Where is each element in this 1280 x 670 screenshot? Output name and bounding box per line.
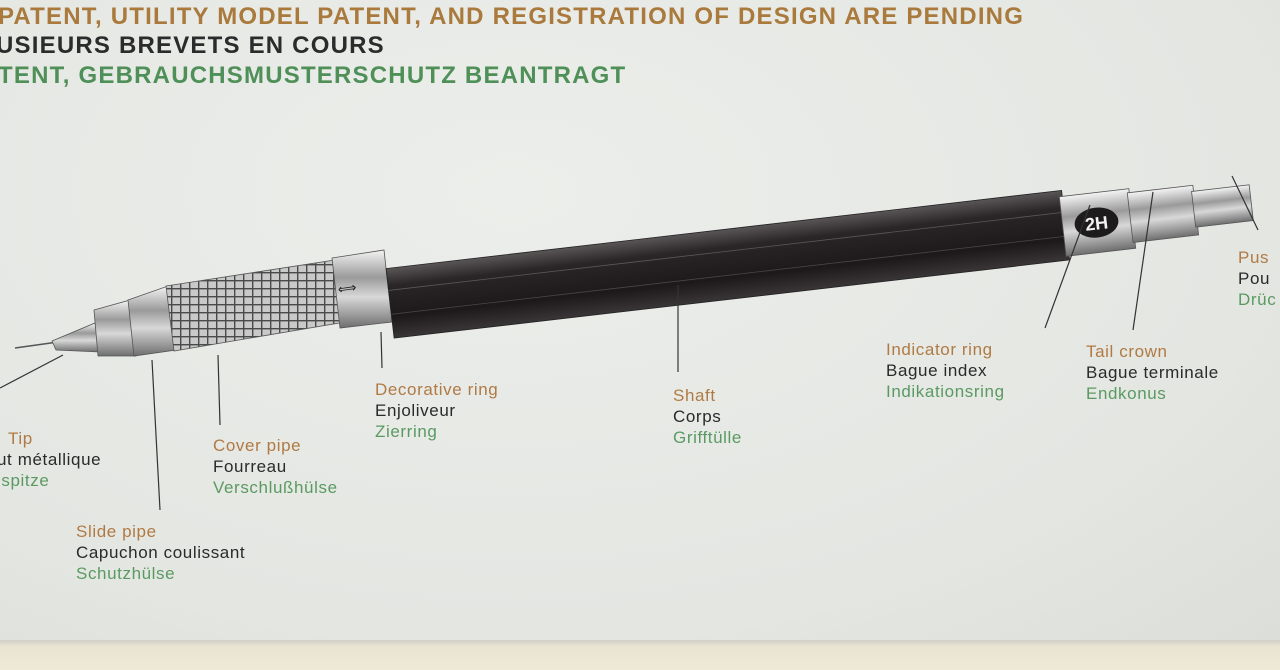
label-cover-pipe-fr: Fourreau bbox=[213, 457, 287, 476]
patent-notice-english: PATENT, UTILITY MODEL PATENT, AND REGIST… bbox=[0, 3, 1025, 30]
label-cover-pipe-de: Verschlußhülse bbox=[213, 478, 338, 497]
label-slide-pipe-fr: Capuchon coulissant bbox=[76, 543, 246, 562]
shaft bbox=[385, 189, 1071, 339]
svg-text:⟺: ⟺ bbox=[337, 279, 358, 296]
label-decorative-ring: Decorative ring Enjoliveur Zierring bbox=[375, 379, 498, 442]
label-slide-pipe-en: Slide pipe bbox=[76, 522, 157, 541]
leader-lines bbox=[0, 175, 1259, 511]
label-tip-en: Tip bbox=[8, 429, 33, 448]
label-push-fr: Pou bbox=[1238, 269, 1271, 288]
label-indicator-ring-fr: Bague index bbox=[886, 361, 988, 380]
label-shaft-fr: Corps bbox=[673, 407, 722, 426]
lead bbox=[14, 341, 59, 349]
label-push-de: Drüc bbox=[1238, 290, 1277, 309]
label-tail-crown: Tail crown Bague terminale Endkonus bbox=[1086, 341, 1219, 404]
label-cover-pipe: Cover pipe Fourreau Verschlußhülse bbox=[213, 435, 338, 498]
label-slide-pipe-de: Schutzhülse bbox=[76, 564, 176, 583]
label-push-en: Pus bbox=[1238, 248, 1270, 267]
label-tip-fr: ut métallique bbox=[0, 450, 102, 469]
label-shaft: Shaft Corps Grifftülle bbox=[673, 385, 742, 448]
tip-cone bbox=[51, 322, 101, 353]
label-shaft-de: Grifftülle bbox=[673, 428, 742, 447]
label-tail-crown-fr: Bague terminale bbox=[1086, 363, 1219, 382]
grade-badge bbox=[1074, 207, 1119, 238]
sheet-bottom-edge bbox=[0, 640, 1280, 670]
grade-label: 2H bbox=[1084, 212, 1109, 235]
label-decorative-ring-en: Decorative ring bbox=[375, 380, 499, 399]
knurled-grip bbox=[165, 259, 346, 352]
label-tip: Tip bbox=[8, 428, 33, 449]
label-decorative-ring-fr: Enjoliveur bbox=[375, 401, 456, 420]
label-decorative-ring-de: Zierring bbox=[375, 422, 438, 441]
label-slide-pipe: Slide pipe Capuchon coulissant Schutzhül… bbox=[76, 521, 245, 584]
label-push: Pus Pou Drüc bbox=[1238, 247, 1276, 310]
label-cover-pipe-en: Cover pipe bbox=[213, 436, 302, 455]
label-indicator-ring-en: Indicator ring bbox=[886, 340, 993, 359]
label-tail-crown-de: Endkonus bbox=[1086, 384, 1167, 403]
patent-notice-french: USIEURS BREVETS EN COURS bbox=[0, 32, 385, 59]
patent-notice-german: TENT, GEBRAUCHSMUSTERSCHUTZ BEANTRAGT bbox=[0, 62, 627, 89]
label-tip-de: lspitze bbox=[0, 471, 50, 490]
label-tail-crown-en: Tail crown bbox=[1086, 342, 1168, 361]
label-indicator-ring: Indicator ring Bague index Indikationsri… bbox=[886, 339, 1005, 402]
tail-crown bbox=[1126, 184, 1200, 243]
push-button bbox=[1191, 184, 1254, 228]
label-tip-lines: ut métallique lspitze bbox=[0, 449, 101, 491]
label-shaft-en: Shaft bbox=[673, 386, 716, 405]
label-indicator-ring-de: Indikationsring bbox=[886, 382, 1005, 401]
